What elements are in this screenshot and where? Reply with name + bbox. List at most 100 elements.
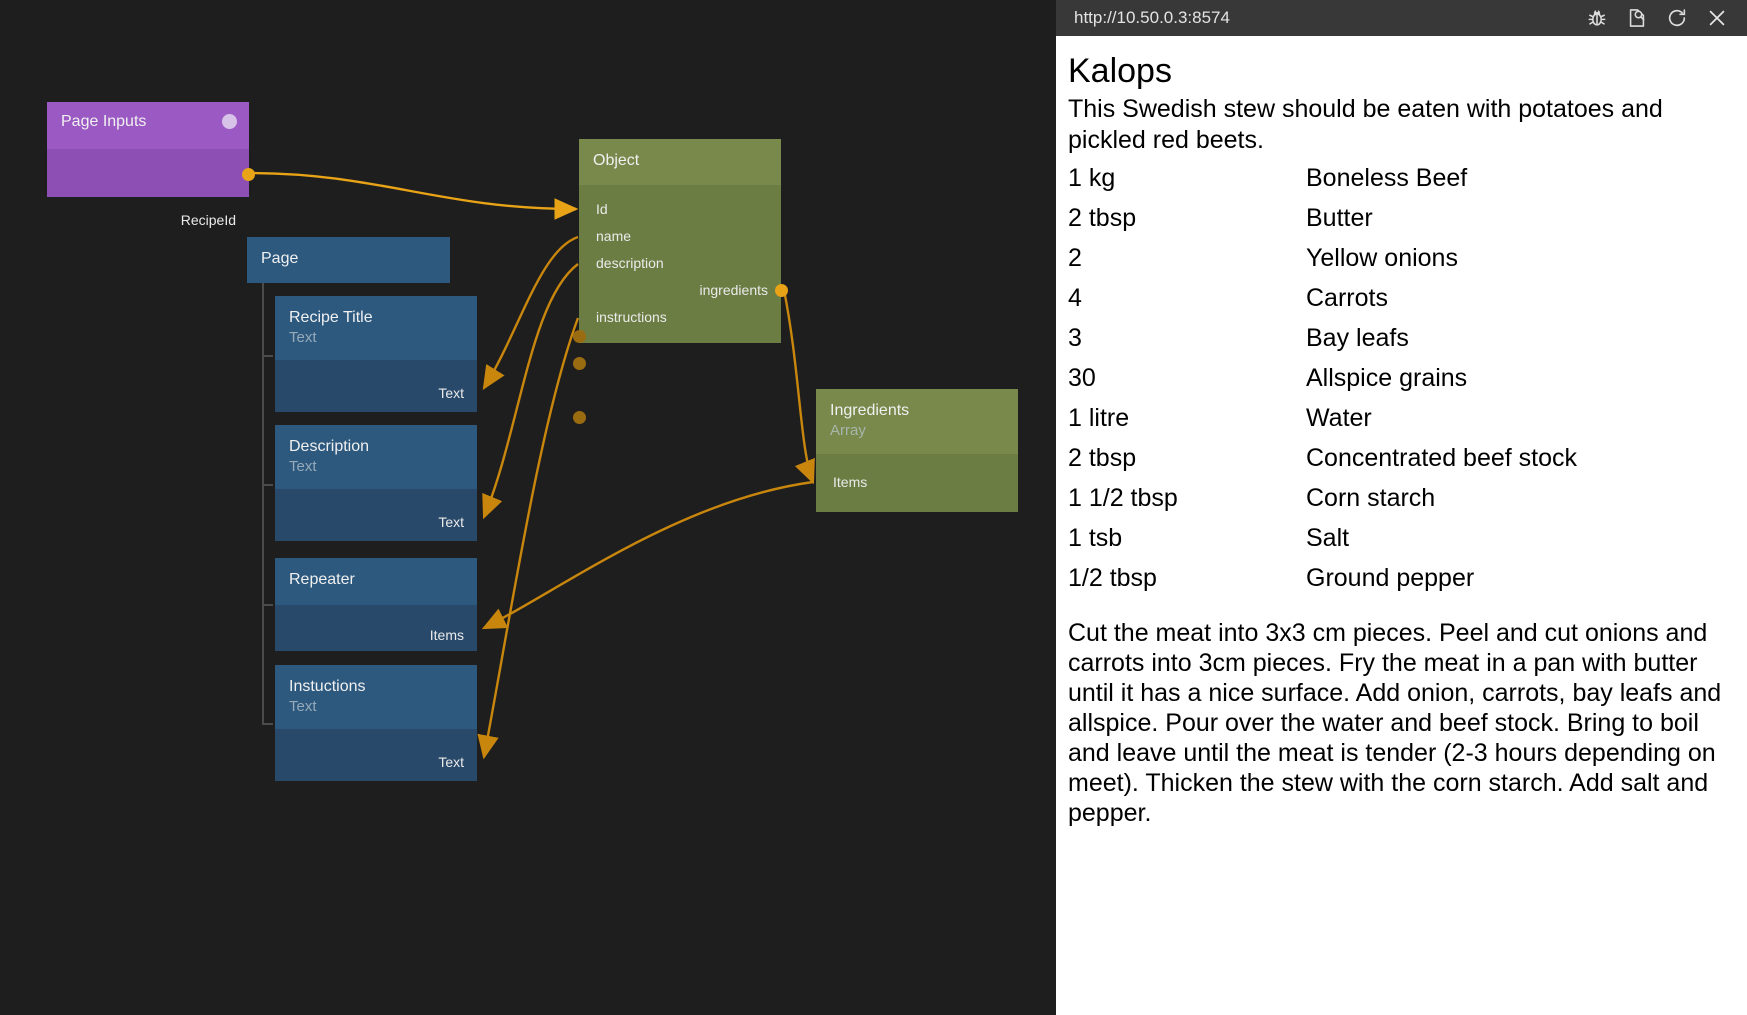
ingredient-amount: 3 xyxy=(1068,323,1306,354)
port-id[interactable]: Id xyxy=(596,201,608,217)
node-title: Page Inputs xyxy=(61,113,146,130)
tree-tick xyxy=(262,484,273,486)
port-description[interactable]: description xyxy=(596,255,664,271)
node-title: Object xyxy=(593,152,639,169)
ingredient-name: Allspice grains xyxy=(1306,363,1731,394)
address-bar[interactable]: http://10.50.0.3:8574 xyxy=(1074,8,1577,28)
ingredient-name: Water xyxy=(1306,403,1731,434)
ingredient-name: Butter xyxy=(1306,203,1731,234)
node-status-dot-icon xyxy=(222,114,237,129)
node-page[interactable]: Page xyxy=(247,237,450,283)
port-text[interactable]: Text xyxy=(438,514,464,530)
browser-panel: http://10.50.0.3:8574 xyxy=(1056,0,1747,1015)
port-recipeid[interactable]: RecipeId xyxy=(181,212,236,228)
ingredient-row: 2 tbspConcentrated beef stock xyxy=(1068,438,1731,478)
ingredient-name: Concentrated beef stock xyxy=(1306,443,1731,474)
node-subtitle: Text xyxy=(289,697,463,716)
ingredient-amount: 1 litre xyxy=(1068,403,1306,434)
port-items[interactable]: Items xyxy=(833,474,867,490)
node-page-inputs[interactable]: Page Inputs RecipeId xyxy=(47,102,249,197)
ingredient-row: 30Allspice grains xyxy=(1068,358,1731,398)
recipe-title: Kalops xyxy=(1068,50,1731,92)
ingredient-row: 2Yellow onions xyxy=(1068,238,1731,278)
node-body: Items xyxy=(816,454,1018,512)
node-header: Page Inputs xyxy=(47,102,249,149)
port-instructions[interactable]: instructions xyxy=(596,309,667,325)
port-ingredients[interactable]: ingredients xyxy=(700,282,769,298)
ingredient-amount: 30 xyxy=(1068,363,1306,394)
ingredient-amount: 2 tbsp xyxy=(1068,203,1306,234)
node-editor-canvas[interactable]: Page Inputs RecipeId Page Recipe Title T… xyxy=(0,0,1177,1015)
node-subtitle: Array xyxy=(830,421,1004,440)
tree-tick xyxy=(262,355,273,357)
ingredient-name: Yellow onions xyxy=(1306,243,1731,274)
recipe-instructions: Cut the meat into 3x3 cm pieces. Peel an… xyxy=(1068,618,1731,828)
port-name[interactable]: name xyxy=(596,228,631,244)
node-header: Description Text xyxy=(275,425,477,489)
port-dot-instructions[interactable] xyxy=(573,411,586,424)
ingredient-amount: 4 xyxy=(1068,283,1306,314)
tree-rail xyxy=(262,283,264,723)
node-recipe-title[interactable]: Recipe Title Text Text xyxy=(275,296,477,414)
ingredient-amount: 1 tsb xyxy=(1068,523,1306,554)
wire-items-to-repeater xyxy=(484,482,813,628)
close-icon[interactable] xyxy=(1697,0,1737,36)
node-title: Ingredients xyxy=(830,401,1004,421)
port-dot-description[interactable] xyxy=(573,357,586,370)
node-header: Recipe Title Text xyxy=(275,296,477,360)
node-body: Text xyxy=(275,729,477,781)
ingredient-name: Carrots xyxy=(1306,283,1731,314)
ingredient-amount: 1 kg xyxy=(1068,163,1306,194)
port-text[interactable]: Text xyxy=(438,385,464,401)
ingredients-list: 1 kgBoneless Beef2 tbspButter2Yellow oni… xyxy=(1068,158,1731,598)
node-header: Page xyxy=(247,237,450,283)
ingredient-name: Salt xyxy=(1306,523,1731,554)
node-body: Id name description ingredients instruct… xyxy=(579,185,781,343)
ingredient-name: Corn starch xyxy=(1306,483,1731,514)
node-body: Items xyxy=(275,605,477,651)
ingredient-row: 1/2 tbspGround pepper xyxy=(1068,558,1731,598)
tree-tick xyxy=(262,723,273,725)
node-description[interactable]: Description Text Text xyxy=(275,425,477,543)
port-dot-recipeid[interactable] xyxy=(242,168,255,181)
node-subtitle: Text xyxy=(289,457,463,476)
ingredient-name: Boneless Beef xyxy=(1306,163,1731,194)
port-dot-ingredients[interactable] xyxy=(775,284,788,297)
ingredient-name: Bay leafs xyxy=(1306,323,1731,354)
wire-name-to-recipe-title xyxy=(484,237,578,388)
port-text[interactable]: Text xyxy=(438,754,464,770)
ingredient-row: 2 tbspButter xyxy=(1068,198,1731,238)
ingredient-name: Ground pepper xyxy=(1306,563,1731,594)
wire-recipeid-to-id xyxy=(249,173,576,209)
ingredient-amount: 1 1/2 tbsp xyxy=(1068,483,1306,514)
node-title: Description xyxy=(289,437,463,457)
node-body: Text xyxy=(275,360,477,412)
wire-instructions-to-instuctions xyxy=(484,318,578,757)
node-title: Instuctions xyxy=(289,677,463,697)
page-search-icon[interactable] xyxy=(1617,0,1657,36)
browser-toolbar: http://10.50.0.3:8574 xyxy=(1056,0,1747,36)
tree-tick xyxy=(262,604,273,606)
node-ingredients[interactable]: Ingredients Array Items xyxy=(816,389,1018,512)
node-object[interactable]: Object Id name description ingredients i… xyxy=(579,139,781,343)
ingredient-amount: 2 xyxy=(1068,243,1306,274)
node-title: Recipe Title xyxy=(289,308,463,328)
node-header: Repeater xyxy=(275,558,477,605)
node-header: Object xyxy=(579,139,781,185)
node-subtitle: Text xyxy=(289,328,463,347)
node-instuctions[interactable]: Instuctions Text Text xyxy=(275,665,477,783)
ingredient-row: 1 tsbSalt xyxy=(1068,518,1731,558)
ingredient-row: 4Carrots xyxy=(1068,278,1731,318)
node-title: Repeater xyxy=(289,570,463,590)
ingredient-amount: 1/2 tbsp xyxy=(1068,563,1306,594)
port-items[interactable]: Items xyxy=(430,627,464,643)
ingredient-row: 3Bay leafs xyxy=(1068,318,1731,358)
reload-icon[interactable] xyxy=(1657,0,1697,36)
bug-icon[interactable] xyxy=(1577,0,1617,36)
port-dot-name[interactable] xyxy=(573,330,586,343)
node-repeater[interactable]: Repeater Items xyxy=(275,558,477,651)
wire-ingredients-to-items xyxy=(784,290,813,482)
web-page-content: Kalops This Swedish stew should be eaten… xyxy=(1056,36,1747,1015)
node-header: Ingredients Array xyxy=(816,389,1018,454)
